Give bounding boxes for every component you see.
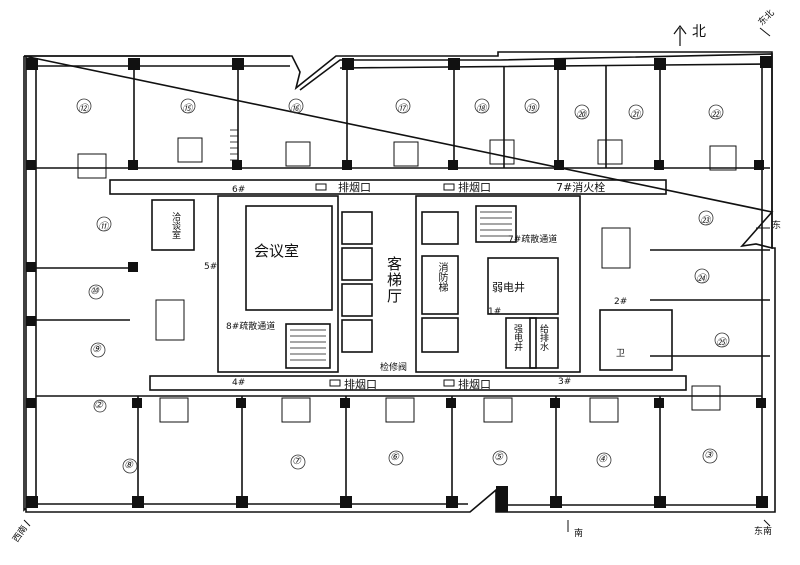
room-15: ⑮ bbox=[182, 104, 192, 115]
weak-current-shaft-label: 弱电井 bbox=[492, 281, 525, 294]
elevator-4 bbox=[341, 319, 373, 353]
east-label: 东 bbox=[772, 221, 782, 231]
direction-arrows bbox=[23, 27, 771, 532]
room-18: ⑱ bbox=[476, 104, 486, 115]
stair-1-label: 1# bbox=[488, 307, 502, 317]
room-4: ④ bbox=[598, 454, 607, 465]
stair-hatching bbox=[230, 129, 512, 361]
stair-top bbox=[475, 205, 517, 243]
room-25: ㉕ bbox=[716, 338, 726, 349]
guest-elevator-hall-label: 客梯厅 bbox=[385, 256, 403, 304]
elevator-5 bbox=[421, 211, 459, 245]
right-dividers bbox=[650, 249, 770, 357]
room-10: ⑩ bbox=[90, 286, 99, 297]
exhaust-label-3: 排烟口 bbox=[344, 378, 377, 391]
room-number-circles bbox=[76, 98, 730, 474]
room-7: ⑦ bbox=[292, 456, 301, 467]
aux-room-label: 卫 bbox=[616, 349, 626, 359]
elevator-3 bbox=[341, 283, 373, 317]
room-20: ⑳ bbox=[576, 110, 586, 121]
room-12: ⑫ bbox=[78, 104, 88, 115]
top-corridor bbox=[109, 179, 667, 195]
elevator-2 bbox=[341, 247, 373, 281]
water-shaft-label: 给排水 bbox=[538, 324, 548, 351]
room-9: ⑨ bbox=[92, 344, 101, 355]
stair-5-label: 5# bbox=[204, 262, 218, 272]
meeting-room-label: 会议室 bbox=[254, 242, 300, 260]
top-room-walls bbox=[133, 66, 661, 168]
stair-6-label: 6# bbox=[232, 185, 246, 195]
toilet-units bbox=[77, 137, 737, 423]
right-washroom bbox=[599, 309, 673, 371]
exhaust-markers bbox=[315, 183, 455, 387]
columns bbox=[26, 56, 772, 512]
room-2: ② bbox=[94, 400, 103, 411]
stair-2-label: 2# bbox=[614, 297, 628, 307]
left-dividers bbox=[36, 267, 138, 321]
room-11: ⑪ bbox=[98, 222, 108, 233]
elevator-1 bbox=[341, 211, 373, 245]
north-label: 北 bbox=[692, 24, 706, 40]
core-left-block bbox=[217, 195, 339, 373]
stair-bottom bbox=[285, 323, 331, 369]
south-label: 南 bbox=[574, 529, 584, 539]
exhaust-label-2: 排烟口 bbox=[458, 181, 491, 194]
meeting-room-box bbox=[245, 205, 333, 311]
water-shaft-box bbox=[529, 317, 559, 369]
room-22: ㉒ bbox=[710, 110, 720, 121]
outer-wall bbox=[23, 51, 774, 250]
fire-elevator-label: 消防梯 bbox=[436, 262, 447, 292]
elevator-7 bbox=[421, 317, 459, 353]
room-6: ⑥ bbox=[390, 452, 399, 463]
room-8: ⑧ bbox=[124, 460, 133, 471]
elevator-6 bbox=[421, 255, 459, 315]
room-23: ㉓ bbox=[700, 216, 710, 227]
strong-current-shaft-label: 强电井 bbox=[512, 324, 522, 351]
room-3: ③ bbox=[704, 450, 713, 461]
room-21: ㉑ bbox=[630, 110, 640, 121]
exhaust-label-4: 排烟口 bbox=[458, 378, 491, 391]
core-right-block bbox=[415, 195, 581, 373]
stair-3-label: 3# bbox=[558, 377, 572, 387]
north-arrow bbox=[673, 25, 687, 46]
room-17: ⑰ bbox=[397, 104, 407, 115]
room-19: ⑲ bbox=[526, 104, 536, 115]
room-16: ⑯ bbox=[290, 104, 300, 115]
bottom-room-walls bbox=[137, 396, 661, 505]
fire-hydrant-label: 7#消火栓 bbox=[556, 181, 606, 194]
left-washroom bbox=[151, 199, 195, 251]
strong-shaft-box bbox=[505, 317, 537, 369]
east-south-label: 东南 bbox=[754, 527, 773, 537]
room-5: ⑤ bbox=[494, 452, 503, 463]
stair-4-label: 4# bbox=[232, 378, 246, 388]
room-24: ㉔ bbox=[696, 274, 706, 285]
bottom-corridor bbox=[149, 375, 687, 391]
evac-7-label: 7#疏散通道 bbox=[508, 235, 558, 245]
exhaust-label-1: 排烟口 bbox=[338, 181, 371, 194]
evac-8-label: 8#疏散通道 bbox=[226, 322, 276, 332]
weak-shaft-box bbox=[487, 257, 559, 315]
washroom-label: 洽谈室 bbox=[170, 212, 180, 239]
maintenance-label: 检修阀 bbox=[380, 363, 408, 373]
